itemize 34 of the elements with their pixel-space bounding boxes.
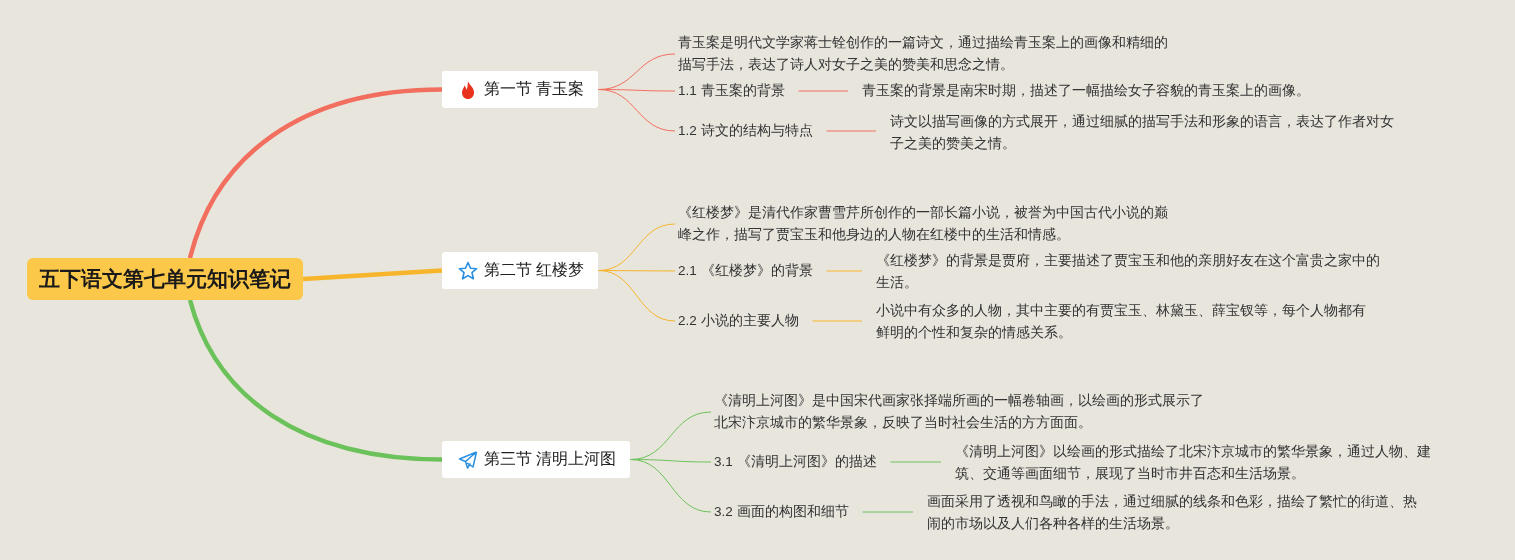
topic-text: 第三节 清明上河图 xyxy=(484,449,617,469)
connector-line xyxy=(812,320,863,322)
note-text: 《清明上河图》是中国宋代画家张择端所画的一幅卷轴画，以绘画的形式展示了北宋汴京城市的繁华景象，反映了当时社会生活的方方面面。 xyxy=(714,390,1209,434)
connector-line xyxy=(890,461,942,463)
note-text: 画面采用了透视和鸟瞰的手法，通过细腻的线条和色彩，描绘了繁忙的街道、热闹的市场以及人们各种各样的生活场景。 xyxy=(927,491,1422,535)
subtopic-text: 2.1 《红楼梦》的背景 xyxy=(678,260,813,282)
note-text: 《清明上河图》以绘画的形式描绘了北宋汴京城市的繁华景象，通过人物、建筑、交通等画面细节，展现了当时市井百态和生活场景。 xyxy=(955,441,1440,485)
connector-line xyxy=(597,89,676,132)
connector-line xyxy=(629,459,712,513)
subtopic-text: 2.2 小说的主要人物 xyxy=(678,310,799,332)
subtopic-text: 1.1 青玉案的背景 xyxy=(678,80,785,102)
note-text: 《红楼梦》的背景是贾府，主要描述了贾宝玉和他的亲朋好友在这个富贵之家中的生活。 xyxy=(876,250,1386,294)
topic-box xyxy=(442,252,599,289)
note-text: 《红楼梦》是清代作家曹雪芹所创作的一部长篇小说，被誉为中国古代小说的巅峰之作，描写了贾宝玉和他身边的人物在红楼中的生活和情感。 xyxy=(678,202,1178,246)
subtopic-text: 3.1 《清明上河图》的描述 xyxy=(714,451,877,473)
subtopic-text: 3.2 画面的构图和细节 xyxy=(714,501,849,523)
connector-line xyxy=(597,270,676,322)
topic-text: 第二节 红楼梦 xyxy=(484,260,585,280)
topic-box xyxy=(442,71,599,108)
subtopic-text: 1.2 诗文的结构与特点 xyxy=(678,120,813,142)
topic-box xyxy=(442,441,631,478)
subtopic-text: 青玉案的背景是南宋时期，描述了一幅描绘女子容貌的青玉案上的画像。 xyxy=(862,80,1310,102)
note-text: 诗文以描写画像的方式展开，通过细腻的描写手法和形象的语言，表达了作者对女子之美的赞美之情。 xyxy=(890,111,1402,155)
branch-line xyxy=(302,268,443,282)
connector-line xyxy=(798,90,849,92)
topic-text: 第一节 青玉案 xyxy=(484,79,585,99)
connector-line xyxy=(826,270,863,272)
connector-line xyxy=(862,511,914,513)
branch-line xyxy=(187,87,443,259)
note-text: 青玉案是明代文学家蒋士铨创作的一篇诗文，通过描绘青玉案上的画像和精细的描写手法，表达了诗人对女子之美的赞美和思念之情。 xyxy=(678,32,1178,76)
connector-line xyxy=(826,130,877,132)
branch-line xyxy=(187,299,443,462)
note-text: 小说中有众多的人物，其中主要的有贾宝玉、林黛玉、薛宝钗等，每个人物都有鲜明的个性和复杂的情感关系。 xyxy=(876,300,1371,344)
central-topic: 五下语文第七单元知识笔记 xyxy=(27,258,303,300)
